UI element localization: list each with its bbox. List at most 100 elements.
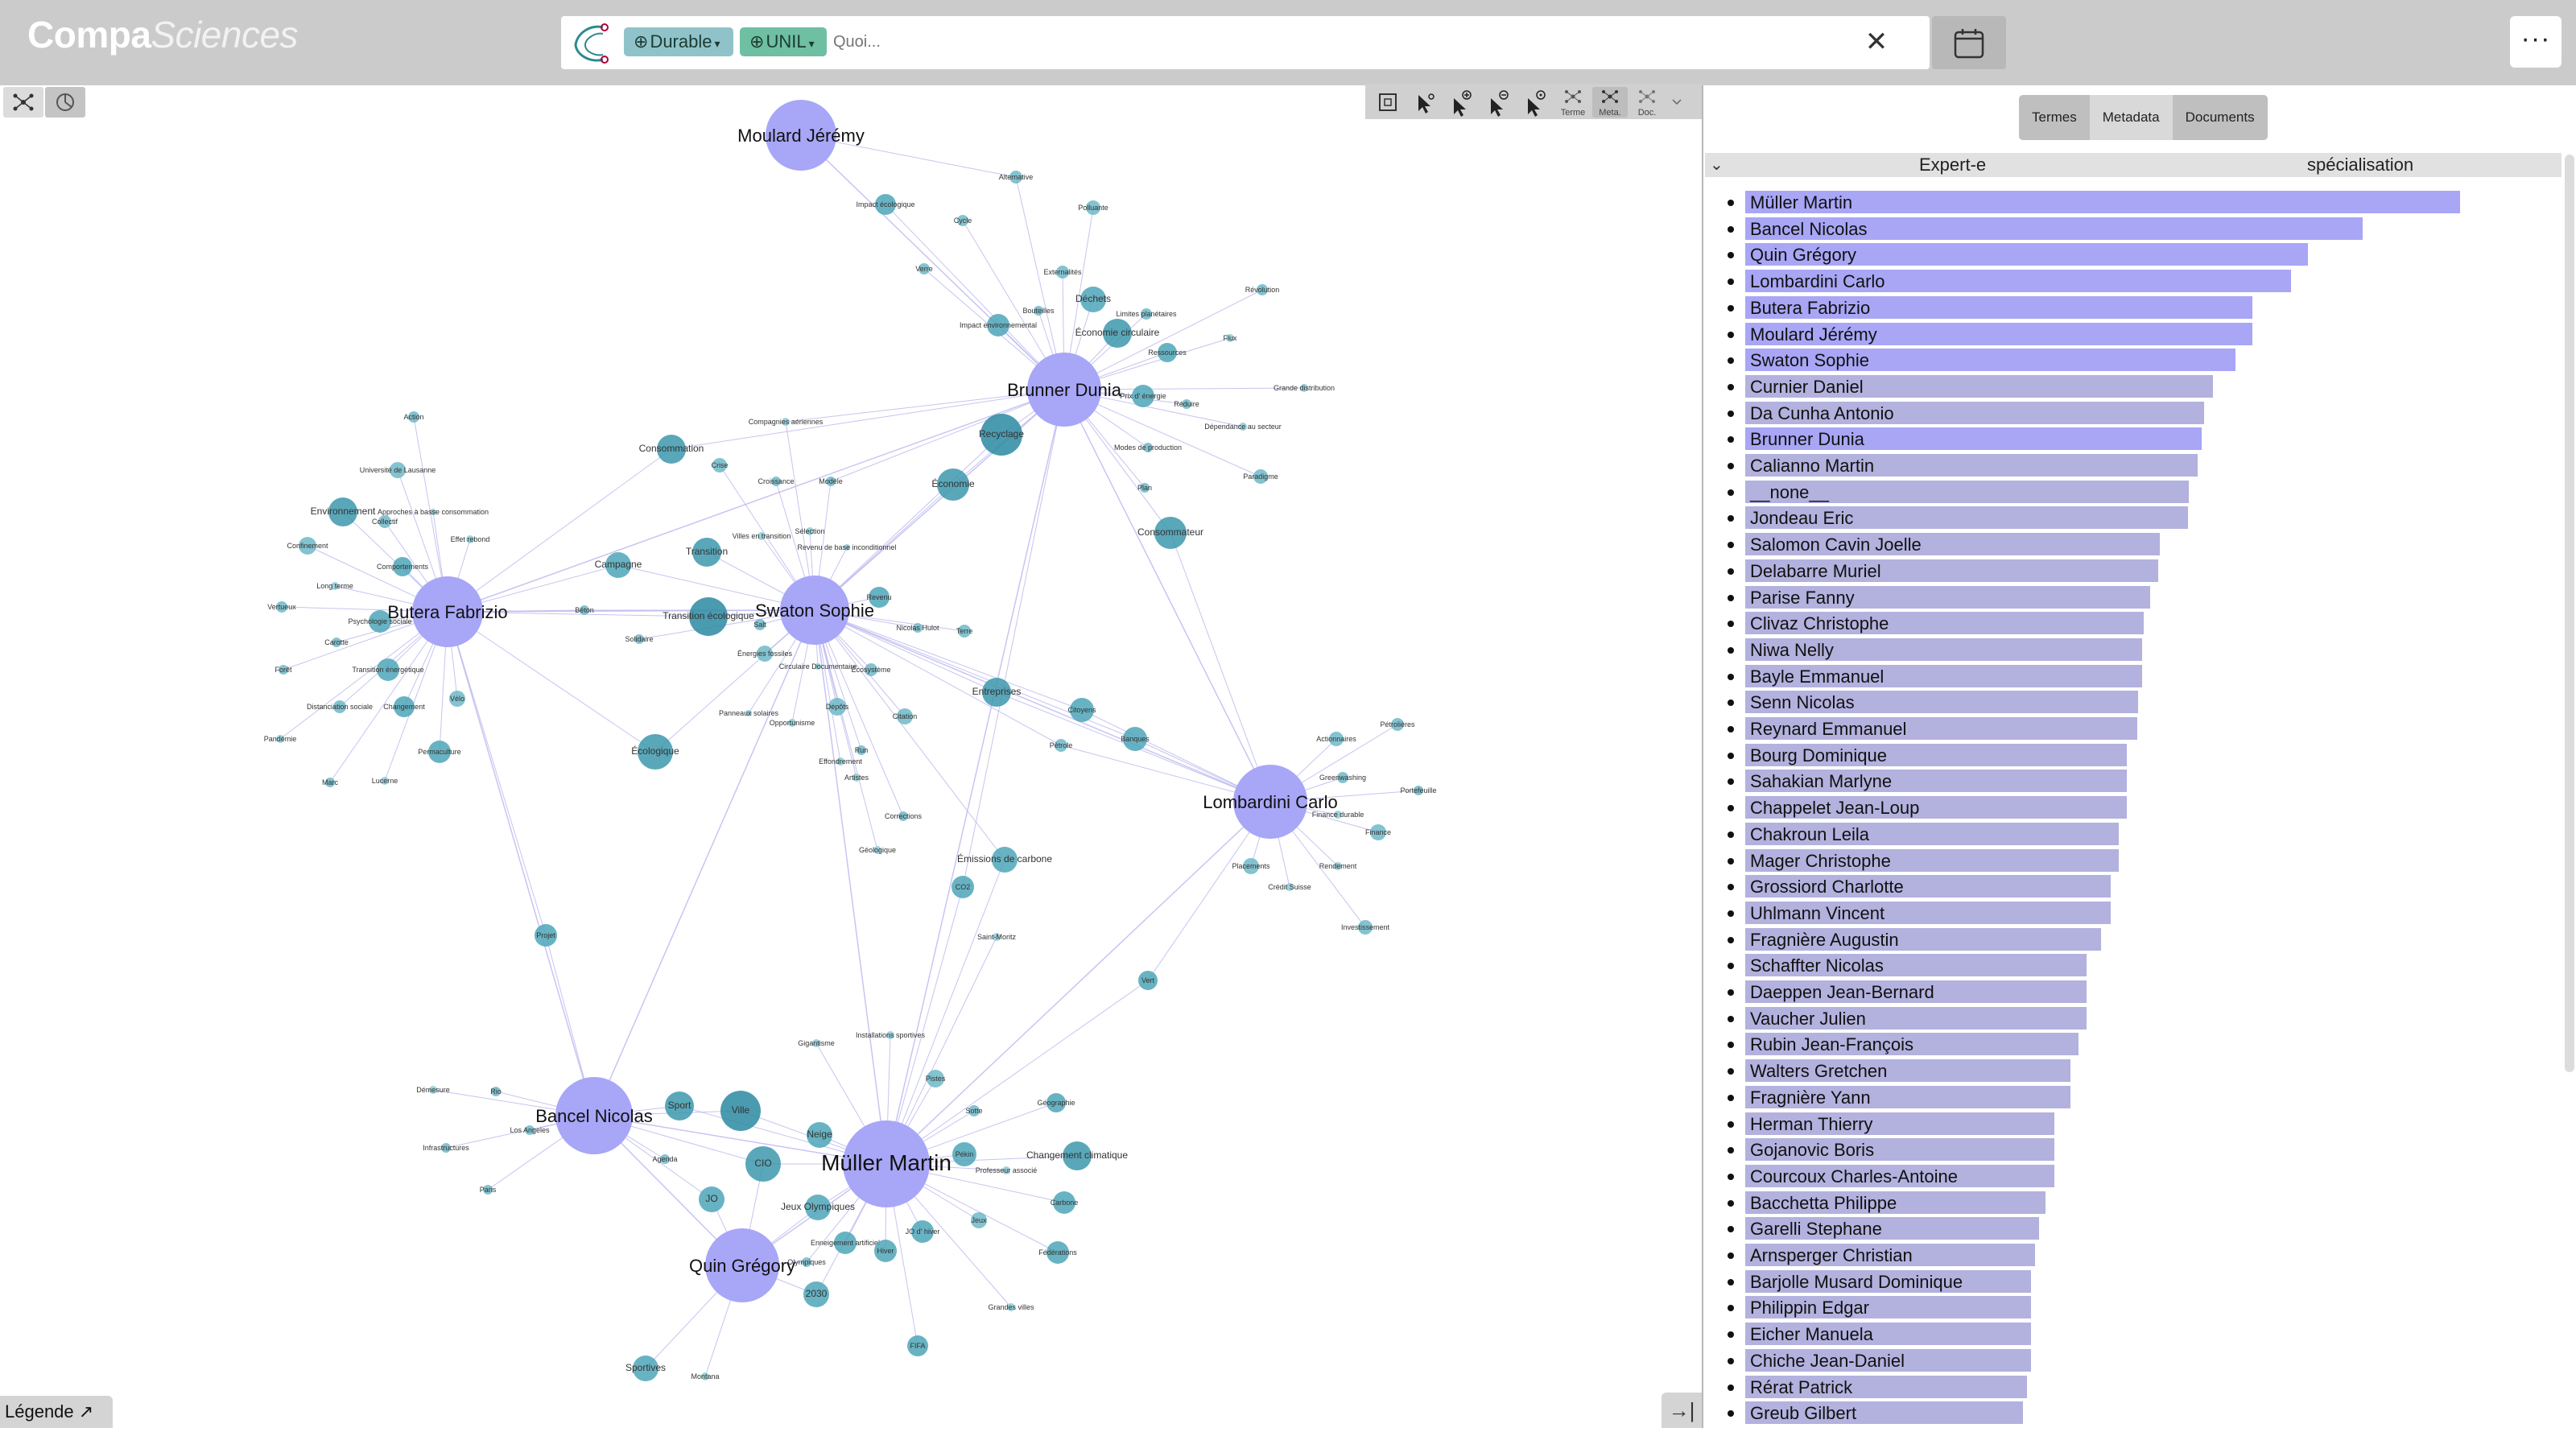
term-node[interactable] <box>788 719 796 727</box>
term-node[interactable] <box>1226 334 1234 342</box>
term-node[interactable] <box>1253 469 1268 484</box>
term-node[interactable] <box>1337 772 1348 783</box>
legend-button[interactable]: Légende ↗ <box>0 1396 113 1428</box>
specialisation-bar[interactable] <box>1745 322 2252 345</box>
specialisation-bar[interactable] <box>1745 980 2087 1003</box>
term-node[interactable] <box>987 314 1009 336</box>
term-node[interactable] <box>580 605 589 615</box>
term-node[interactable] <box>836 757 844 766</box>
chart-view-button[interactable] <box>45 87 85 118</box>
term-node[interactable] <box>782 418 790 426</box>
term-node[interactable] <box>378 515 391 528</box>
term-node[interactable] <box>807 1122 832 1148</box>
term-node[interactable] <box>634 634 644 644</box>
term-node[interactable] <box>390 462 406 478</box>
term-node[interactable] <box>875 194 896 215</box>
collapse-panel-button[interactable]: →| <box>1662 1393 1702 1428</box>
add-circle-icon[interactable]: ⊕ <box>634 31 649 52</box>
specialisation-bar[interactable] <box>1745 191 2460 213</box>
term-node[interactable] <box>1056 266 1069 279</box>
term-node[interactable] <box>952 1142 976 1166</box>
specialisation-bar[interactable] <box>1745 1112 2054 1135</box>
specialisation-bar[interactable] <box>1745 1375 2027 1398</box>
term-node[interactable] <box>1329 732 1344 746</box>
term-node[interactable] <box>992 847 1018 873</box>
specialisation-bar[interactable] <box>1745 1085 2071 1108</box>
filter-chip-durable[interactable]: ⊕Durable▾ <box>624 27 733 56</box>
specialisation-bar[interactable] <box>1745 374 2213 398</box>
term-node[interactable] <box>927 1070 944 1087</box>
search-input[interactable] <box>833 27 1638 56</box>
specialisation-bar[interactable] <box>1745 875 2111 898</box>
term-node[interactable] <box>535 924 557 947</box>
term-node[interactable] <box>1239 423 1247 431</box>
term-node[interactable] <box>886 1031 894 1039</box>
term-node[interactable] <box>660 1154 670 1164</box>
term-node[interactable] <box>605 552 631 578</box>
expert-node[interactable] <box>412 576 483 647</box>
zoom-in-button[interactable] <box>1444 87 1480 118</box>
term-node[interactable] <box>1070 698 1094 722</box>
panel-scrollbar[interactable] <box>2565 155 2574 1072</box>
specialisation-bar[interactable] <box>1745 717 2137 740</box>
term-node[interactable] <box>812 1039 820 1047</box>
zoom-reset-button[interactable] <box>1518 87 1554 118</box>
term-node[interactable] <box>325 778 335 787</box>
zoom-out-button[interactable] <box>1481 87 1517 118</box>
expert-node[interactable] <box>705 1228 779 1302</box>
term-node[interactable] <box>897 708 913 724</box>
expert-node[interactable] <box>1027 353 1101 427</box>
search-bar[interactable]: ⊕Durable▾ ⊕UNIL▾ ✕ <box>561 16 1930 69</box>
doc-graph-button[interactable]: Doc. <box>1629 87 1665 118</box>
term-node[interactable] <box>331 582 339 590</box>
specialisation-bar[interactable] <box>1745 1244 2035 1266</box>
term-node[interactable] <box>1138 971 1158 990</box>
term-node[interactable] <box>1034 306 1043 316</box>
term-node[interactable] <box>377 658 399 681</box>
network-view-button[interactable] <box>3 87 43 118</box>
term-node[interactable] <box>982 678 1011 707</box>
specialisation-bar[interactable] <box>1745 533 2161 556</box>
term-node[interactable] <box>980 414 1022 456</box>
specialisation-bar[interactable] <box>1745 664 2142 687</box>
term-node[interactable] <box>1300 384 1308 392</box>
term-node[interactable] <box>758 532 766 540</box>
term-node[interactable] <box>428 741 451 763</box>
term-node[interactable] <box>701 1372 709 1380</box>
term-node[interactable] <box>689 597 728 636</box>
term-node[interactable] <box>1063 1141 1092 1170</box>
term-node[interactable] <box>1103 319 1132 348</box>
term-node[interactable] <box>429 1086 437 1094</box>
term-node[interactable] <box>911 1220 934 1243</box>
term-node[interactable] <box>430 509 436 515</box>
col-specialisation-header[interactable]: spécialisation <box>2307 155 2414 175</box>
specialisation-bar[interactable] <box>1745 454 2198 477</box>
term-node[interactable] <box>1141 308 1152 320</box>
term-node[interactable] <box>483 1185 493 1195</box>
term-node[interactable] <box>1182 399 1191 409</box>
term-node[interactable] <box>852 774 861 782</box>
term-node[interactable] <box>937 468 969 501</box>
app-logo[interactable]: CompaSciences <box>27 13 299 56</box>
expert-node[interactable] <box>843 1120 930 1207</box>
specialisation-bar[interactable] <box>1745 691 2139 714</box>
term-node[interactable] <box>873 846 881 854</box>
term-node[interactable] <box>1132 385 1154 407</box>
specialisation-bar[interactable] <box>1745 1138 2054 1162</box>
term-node[interactable] <box>1053 1191 1075 1214</box>
calendar-button[interactable] <box>1932 16 2006 69</box>
specialisation-bar[interactable] <box>1745 770 2128 793</box>
term-node[interactable] <box>525 1125 535 1135</box>
term-node[interactable] <box>657 435 686 464</box>
specialisation-bar[interactable] <box>1745 927 2102 951</box>
tab-termes[interactable]: Termes <box>2019 95 2090 140</box>
specialisation-bar[interactable] <box>1745 1348 2032 1372</box>
term-node[interactable] <box>815 663 821 670</box>
term-node[interactable] <box>638 734 673 770</box>
term-node[interactable] <box>993 933 1001 941</box>
term-node[interactable] <box>1002 1166 1010 1174</box>
term-node[interactable] <box>968 1105 980 1116</box>
specialisation-bar[interactable] <box>1745 1323 2032 1346</box>
specialisation-bar[interactable] <box>1745 349 2236 372</box>
